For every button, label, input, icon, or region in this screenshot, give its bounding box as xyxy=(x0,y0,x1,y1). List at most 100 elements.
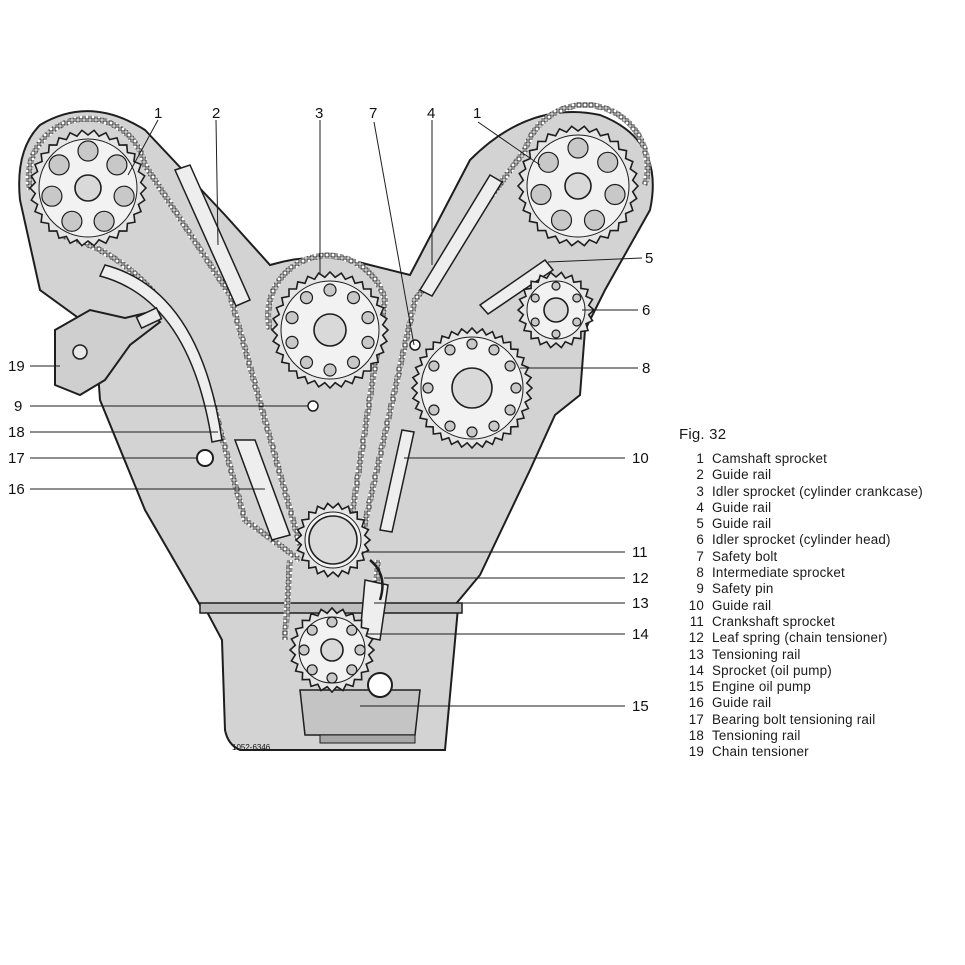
sprocket-hole xyxy=(597,151,619,173)
drawing-code: 1052-6346 xyxy=(232,743,271,752)
legend-item: 18 Tensioning rail xyxy=(679,728,963,744)
chain-tensioner-plunger xyxy=(135,306,163,330)
sprocket-hole xyxy=(428,404,440,416)
sprocket-hole xyxy=(510,382,522,394)
sprocket-hole xyxy=(530,317,540,327)
sprocket-hole xyxy=(504,360,516,372)
chain-tensioner-bolt xyxy=(72,344,88,360)
callout-4: 4 xyxy=(427,105,435,122)
legend-text: Intermediate sprocket xyxy=(712,565,845,581)
sprocket-hole xyxy=(299,355,314,369)
callout-19: 19 xyxy=(8,358,25,375)
legend-number: 3 xyxy=(696,483,704,499)
sprocket-hole xyxy=(444,420,456,432)
callout-16: 16 xyxy=(8,481,25,498)
sprocket-hole xyxy=(572,317,582,327)
sprocket-hole xyxy=(346,664,358,676)
legend-number: 17 xyxy=(688,711,704,727)
oil-pump-pickup xyxy=(319,734,416,744)
sprocket-hub xyxy=(320,638,344,662)
sprocket-hole xyxy=(537,151,559,173)
sprocket-hole xyxy=(583,209,606,231)
legend-item: 1 Camshaft sprocket xyxy=(679,451,963,467)
sprocket-hub xyxy=(74,174,102,202)
leader-line-2 xyxy=(215,119,219,246)
callout-5: 5 xyxy=(645,250,653,267)
leader-line-7 xyxy=(373,121,415,346)
sprocket-hole xyxy=(93,210,115,232)
callout-11: 11 xyxy=(632,544,648,561)
callout-13: 13 xyxy=(632,595,649,612)
oil-pump-port xyxy=(367,672,393,698)
legend-text: Safety bolt xyxy=(712,548,778,564)
legend-number: 1 xyxy=(696,451,704,466)
legend-number: 19 xyxy=(688,744,704,760)
chain-tensioner xyxy=(54,306,163,397)
legend-number: 18 xyxy=(688,728,704,744)
guide-rail-2 xyxy=(173,164,251,307)
sprocket-hole xyxy=(298,644,310,656)
legend-number: 10 xyxy=(688,597,704,613)
legend-number: 13 xyxy=(688,646,704,662)
sprocket-hole xyxy=(361,311,375,325)
idler-sprocket-cylinder-crankcase xyxy=(270,270,390,390)
guide-rail-10 xyxy=(379,429,415,533)
sprocket-hole xyxy=(346,291,361,305)
callout-14: 14 xyxy=(632,626,649,643)
legend-text: Chain tensioner xyxy=(712,744,809,760)
legend-number: 6 xyxy=(696,532,704,548)
legend-text: Bearing bolt tensioning rail xyxy=(712,711,876,727)
figure-caption: Fig. 32 xyxy=(679,426,727,443)
leader-line-1b xyxy=(477,121,541,166)
callout-10: 10 xyxy=(632,450,649,467)
sprocket-hub xyxy=(451,367,493,409)
sprocket-hole xyxy=(323,283,337,297)
legend-text: Guide rail xyxy=(712,695,772,711)
sprocket-hole xyxy=(41,185,63,207)
legend-text: Guide rail xyxy=(712,597,772,613)
legend-text: Tensioning rail xyxy=(712,646,801,662)
sprocket-hub xyxy=(308,515,358,565)
legend-text: Guide rail xyxy=(712,467,772,483)
sprockets xyxy=(28,125,640,694)
idler-sprocket-cylinder-head xyxy=(516,271,596,349)
legend-item: 2 Guide rail xyxy=(679,467,963,483)
sprocket-hole xyxy=(466,338,478,350)
legend-item: 19 Chain tensioner xyxy=(679,744,963,760)
bearing-bolt-tensioning-rail xyxy=(196,449,214,467)
callout-1a: 1 xyxy=(154,105,162,122)
callout-labels: 1 2 3 7 4 1 5 6 8 19 9 18 17 16 10 11 12… xyxy=(8,105,653,715)
legend-text: Idler sprocket (cylinder crankcase) xyxy=(712,483,923,499)
guide-rail-16 xyxy=(233,439,291,541)
sprocket-hole xyxy=(361,335,375,349)
sprocket-hub xyxy=(564,172,592,200)
callout-3: 3 xyxy=(315,105,323,122)
sprocket-hole xyxy=(77,140,99,162)
sprocket-hole xyxy=(323,363,337,377)
chain-right-bank xyxy=(357,102,651,546)
sprocket-hole xyxy=(530,293,540,303)
legend-item: 13 Tensioning rail xyxy=(679,647,963,663)
legend-number: 8 xyxy=(696,565,704,581)
camshaft-sprocket-left xyxy=(28,129,148,247)
leader-line-1a xyxy=(127,119,159,176)
callout-18: 18 xyxy=(8,424,25,441)
legend-number: 15 xyxy=(688,679,704,695)
chain-lower-left xyxy=(282,559,293,641)
sprocket-hub xyxy=(543,297,569,323)
legend-text: Tensioning rail xyxy=(712,728,801,744)
engine-oil-pump xyxy=(299,689,421,736)
guide-rail-4 xyxy=(418,173,504,297)
legend-text: Leaf spring (chain tensioner) xyxy=(712,630,888,646)
leader-lines xyxy=(30,119,643,707)
legend-text: Camshaft sprocket xyxy=(712,451,828,466)
legend-number: 2 xyxy=(696,467,704,483)
sprocket-hole xyxy=(354,644,366,656)
